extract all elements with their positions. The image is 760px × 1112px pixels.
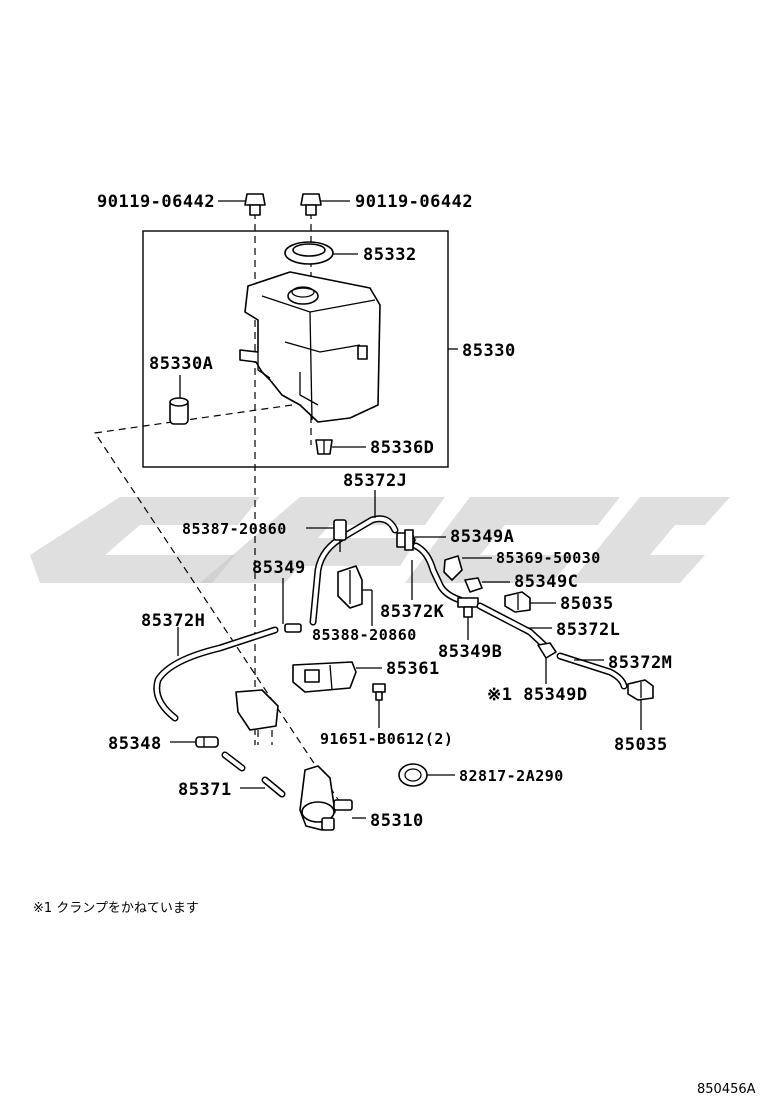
plug-d-icon <box>315 439 333 455</box>
joint-d-icon <box>537 642 557 659</box>
guide-line-pump <box>93 404 346 811</box>
label-grommet-a: 85330A <box>149 354 213 374</box>
label-joint-48: 85348 <box>108 734 162 754</box>
grommet-a-icon <box>169 397 189 425</box>
label-grommet-82: 82817-2A290 <box>459 767 564 785</box>
hose-71-icon <box>221 751 286 798</box>
hose-h-icon <box>153 626 279 722</box>
joint-c-icon <box>464 577 483 593</box>
label-pump: 85310 <box>370 811 424 831</box>
label-tank-assy: 85330 <box>462 341 516 361</box>
label-joint-d: ※1 85349D <box>487 685 588 705</box>
label-joint-b: 85349B <box>438 642 502 662</box>
clip-69-icon <box>443 555 463 581</box>
label-hose-k: 85372K <box>380 602 445 622</box>
clamp-88-icon <box>337 565 363 609</box>
figure-id: 850456A <box>697 1082 756 1097</box>
clamp-87-icon <box>333 519 347 552</box>
screw-icon <box>372 683 386 701</box>
clamp-035-bottom-icon <box>627 679 654 701</box>
joint-a-icon <box>396 529 416 551</box>
washer-tank-icon <box>239 271 381 423</box>
label-clip-69: 85369-50030 <box>496 549 601 567</box>
joint-b-icon <box>457 597 479 618</box>
label-clamp-035-top: 85035 <box>560 594 614 614</box>
label-bolt-right: 90119-06442 <box>355 192 473 212</box>
grommet-82-icon <box>398 763 428 787</box>
hose-m-icon <box>556 652 628 690</box>
label-plug-d: 85336D <box>370 438 434 458</box>
label-joint-c: 85349C <box>514 572 578 592</box>
joint-plain-icon <box>284 623 302 633</box>
label-hose-l: 85372L <box>556 620 620 640</box>
bracket-icon <box>292 661 357 693</box>
joint-48-icon <box>195 736 219 748</box>
footnote: ※1 クランプをかねています <box>33 901 199 916</box>
label-clamp-87: 85387-20860 <box>182 520 287 538</box>
pump-icon <box>299 765 353 831</box>
label-hose-h: 85372H <box>141 611 205 631</box>
label-joint-plain: 85349 <box>252 558 306 578</box>
cap-icon <box>284 241 334 265</box>
hose-l-icon <box>476 602 548 649</box>
label-joint-a: 85349A <box>450 527 514 547</box>
bolt-left-icon <box>244 193 266 216</box>
label-screw: 91651-B0612(2) <box>320 730 453 748</box>
label-cap: 85332 <box>363 245 417 265</box>
label-hose-j: 85372J <box>343 471 407 491</box>
watermark-logo <box>30 497 730 583</box>
body-bracket-icon <box>235 689 279 745</box>
label-bolt-left: 90119-06442 <box>97 192 215 212</box>
hose-k-icon <box>412 542 464 604</box>
bolt-right-icon <box>300 193 322 216</box>
label-hose-m: 85372M <box>608 653 672 673</box>
label-bracket: 85361 <box>386 659 440 679</box>
label-hose-71: 85371 <box>178 780 232 800</box>
label-clamp-035-bottom: 85035 <box>614 735 668 755</box>
clamp-035-top-icon <box>504 591 531 613</box>
label-clamp-88: 85388-20860 <box>312 626 417 644</box>
